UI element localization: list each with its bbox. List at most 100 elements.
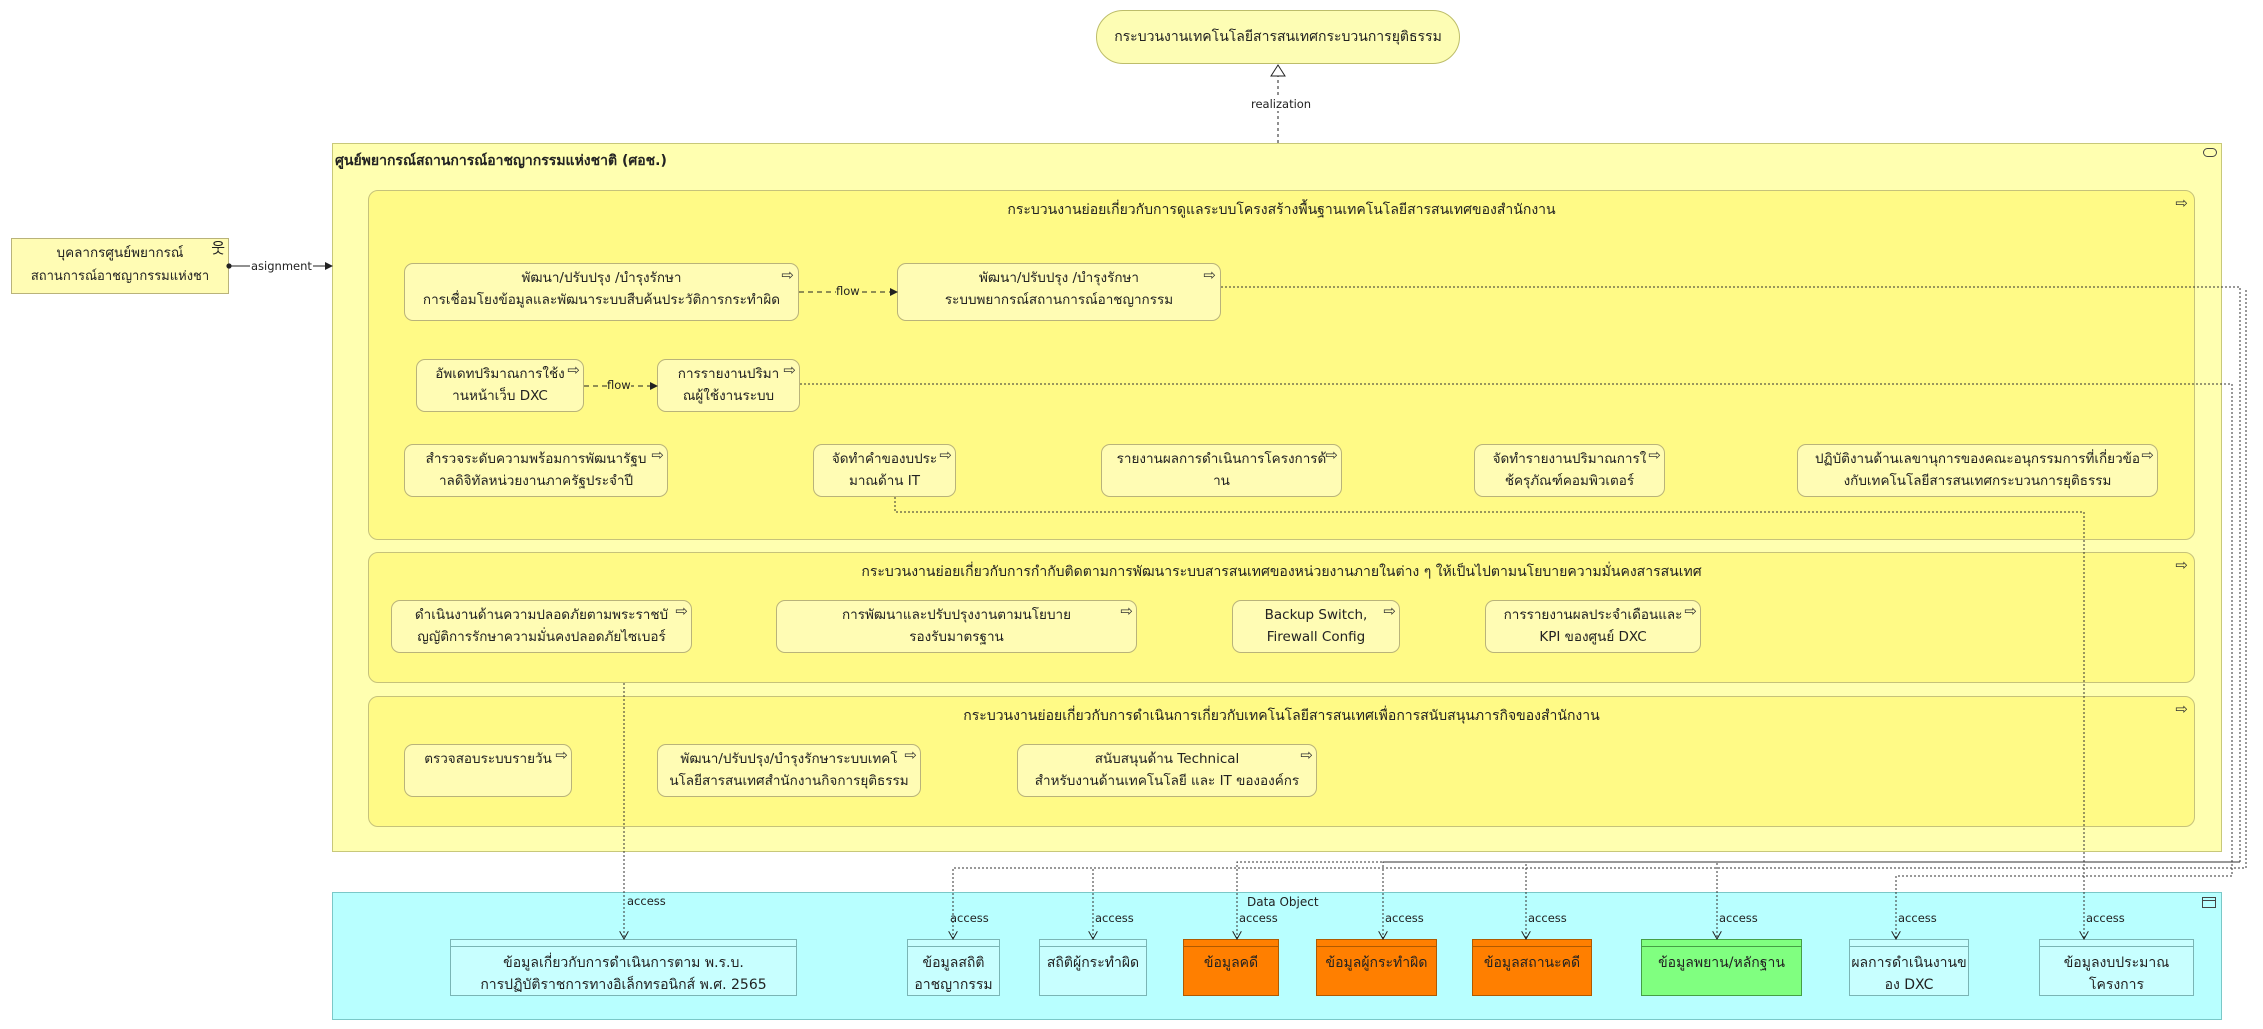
actor-line-1: บุคลากรศูนย์พยากรณ์ bbox=[56, 245, 184, 261]
process-arrow-icon: ⇨ bbox=[1383, 602, 1396, 620]
business-role-icon bbox=[2203, 148, 2217, 157]
data-object-line-2: อง DXC bbox=[1884, 977, 1934, 993]
data-object-case-status[interactable]: ข้อมูลสถานะคดี bbox=[1472, 939, 1592, 996]
process-justice-it-system[interactable]: พัฒนา/ปรับปรุง/บำรุงรักษาระบบเทคโ นโลยีส… bbox=[657, 744, 921, 797]
access-label: access bbox=[1898, 911, 1937, 925]
data-object-case[interactable]: ข้อมูลคดี bbox=[1183, 939, 1279, 996]
process-line-2: ช้ครุภัณฑ์คอมพิวเตอร์ bbox=[1504, 473, 1635, 489]
data-object-crime-statistics[interactable]: ข้อมูลสถิติอาชญากรรม bbox=[907, 939, 1000, 996]
process-line-1: พัฒนา/ปรับปรุง /บำรุงรักษา bbox=[979, 270, 1139, 286]
process-line-1: ดำเนินงานด้านความปลอดภัยตามพระราชบั bbox=[414, 607, 669, 623]
process-line-2: มาณด้าน IT bbox=[848, 473, 921, 489]
data-object-witness-evidence[interactable]: ข้อมูลพยาน/หลักฐาน bbox=[1641, 939, 1802, 996]
process-line-1: สำรวจระดับความพร้อมการพัฒนารัฐบ bbox=[425, 451, 647, 467]
process-line-1: ตรวจสอบระบบรายวัน bbox=[424, 751, 552, 767]
process-line-2: าลดิจิทัลหน่วยงานภาครัฐประจำปี bbox=[438, 473, 634, 489]
process-update-usage[interactable]: อัพเดทปริมาณการใช้ง านหน้าเว็บ DXC ⇨ bbox=[416, 359, 584, 412]
process-arrow-icon: ⇨ bbox=[2141, 446, 2154, 464]
process-line-2: นโลยีสารสนเทศสำนักงานกิจการยุติธรรม bbox=[669, 773, 909, 789]
process-cyber-security[interactable]: ดำเนินงานด้านความปลอดภัยตามพระราชบั ญญัต… bbox=[391, 600, 692, 653]
process-user-report[interactable]: การรายงานปริมา ณผู้ใช้งานระบบ ⇨ bbox=[657, 359, 800, 412]
access-label: access bbox=[950, 911, 989, 925]
process-line-2: ญญัติการรักษาความมั่นคงปลอดภัยไซเบอร์ bbox=[417, 629, 666, 645]
data-object-line-1: ข้อมูลสถิติ bbox=[922, 955, 985, 971]
process-arrow-icon: ⇨ bbox=[2175, 700, 2188, 718]
process-line-2: รองรับมาตรฐาน bbox=[909, 629, 1004, 645]
process-line-2: สำหรับงานด้านเทคโนโลยี และ IT ขององค์กร bbox=[1034, 773, 1300, 789]
data-group-title: Data Object bbox=[1247, 895, 1319, 909]
process-arrow-icon: ⇨ bbox=[939, 446, 952, 464]
access-label: access bbox=[1719, 911, 1758, 925]
data-object-project-budget[interactable]: ข้อมูลงบประมาณโครงการ bbox=[2039, 939, 2194, 996]
process-arrow-icon: ⇨ bbox=[2175, 194, 2188, 212]
top-business-service[interactable]: กระบวนงานเทคโนโลยีสารสนเทศกระบวนการยุติธ… bbox=[1096, 10, 1460, 64]
flow-link bbox=[584, 288, 898, 390]
process-arrow-icon: ⇨ bbox=[904, 746, 917, 764]
process-daily-check[interactable]: ตรวจสอบระบบรายวัน ⇨ bbox=[404, 744, 572, 797]
data-object-line-2: การปฏิบัติราชการทางอิเล็กทรอนิกส์ พ.ศ. 2… bbox=[480, 977, 767, 993]
process-arrow-icon: ⇨ bbox=[567, 361, 580, 379]
process-arrow-icon: ⇨ bbox=[1120, 602, 1133, 620]
subprocess-title-security: กระบวนงานย่อยเกี่ยวกับการกำกับติดตามการพ… bbox=[861, 564, 1702, 580]
process-it-budget[interactable]: จัดทำคำของบประ มาณด้าน IT ⇨ bbox=[813, 444, 956, 497]
process-line-2: Firewall Config bbox=[1266, 629, 1366, 645]
actor-icon: 웃 bbox=[211, 239, 225, 257]
process-line-2: ระบบพยากรณ์สถานการณ์อาชญากรรม bbox=[944, 292, 1174, 308]
process-arrow-icon: ⇨ bbox=[1684, 602, 1697, 620]
process-backup-switch[interactable]: Backup Switch, Firewall Config ⇨ bbox=[1232, 600, 1400, 653]
process-line-1: อัพเดทปริมาณการใช้ง bbox=[435, 366, 565, 382]
data-object-line-1: ผลการดำเนินงานข bbox=[1851, 955, 1967, 971]
top-service-label: กระบวนงานเทคโนโลยีสารสนเทศกระบวนการยุติธ… bbox=[1114, 29, 1442, 45]
process-arrow-icon: ⇨ bbox=[783, 361, 796, 379]
assignment-label: asignment bbox=[250, 259, 313, 273]
process-line-1: รายงานผลการดำเนินการโครงการด้ bbox=[1116, 451, 1327, 467]
data-object-offender[interactable]: ข้อมูลผู้กระทำผิด bbox=[1316, 939, 1437, 996]
access-label: access bbox=[627, 894, 666, 908]
process-line-1: การพัฒนาและปรับปรุงงานตามนโยบาย bbox=[841, 607, 1072, 623]
actor-line-2: สถานการณ์อาชญากรรมแห่งชา bbox=[30, 269, 210, 284]
access-links bbox=[624, 286, 2247, 939]
process-monthly-kpi[interactable]: การรายงานผลประจำเดือนและ KPI ของศูนย์ DX… bbox=[1485, 600, 1701, 653]
process-arrow-icon: ⇨ bbox=[651, 446, 664, 464]
access-label: access bbox=[1385, 911, 1424, 925]
process-computer-usage[interactable]: จัดทำรายงานปริมาณการใ ช้ครุภัณฑ์คอมพิวเต… bbox=[1474, 444, 1665, 497]
main-group-title: ศูนย์พยากรณ์สถานการณ์อาชญากรรมแห่งชาติ (… bbox=[335, 153, 667, 169]
data-object-ebusiness-act[interactable]: ข้อมูลเกี่ยวกับการดำเนินการตาม พ.ร.บ.การ… bbox=[450, 939, 797, 996]
subprocess-title-infrastructure: กระบวนงานย่อยเกี่ยวกับการดูแลระบบโครงสร้… bbox=[1007, 202, 1556, 218]
process-line-2: การเชื่อมโยงข้อมูลและพัฒนาระบบสืบค้นประว… bbox=[422, 292, 781, 308]
process-arrow-icon: ⇨ bbox=[1300, 746, 1313, 764]
data-object-line-1: ข้อมูลงบประมาณ bbox=[2063, 955, 2170, 971]
business-actor[interactable]: บุคลากรศูนย์พยากรณ์ สถานการณ์อาชญากรรมแห… bbox=[11, 238, 229, 294]
process-db-link[interactable]: พัฒนา/ปรับปรุง /บำรุงรักษา การเชื่อมโยงข… bbox=[404, 263, 799, 321]
data-object-line-2: โครงการ bbox=[2088, 977, 2145, 993]
process-line-1: จัดทำรายงานปริมาณการใ bbox=[1492, 451, 1647, 467]
access-label: access bbox=[1239, 911, 1278, 925]
data-object-line-2: อาชญากรรม bbox=[914, 977, 993, 993]
data-object-line-1: สถิติผู้กระทำผิด bbox=[1046, 955, 1140, 971]
data-object-offender-statistics[interactable]: สถิติผู้กระทำผิด bbox=[1039, 939, 1147, 996]
process-policy-improvement[interactable]: การพัฒนาและปรับปรุงงานตามนโยบาย รองรับมา… bbox=[776, 600, 1137, 653]
process-line-1: สนับสนุนด้าน Technical bbox=[1094, 751, 1240, 767]
process-arrow-icon: ⇨ bbox=[1203, 266, 1216, 284]
process-digital-survey[interactable]: สำรวจระดับความพร้อมการพัฒนารัฐบ าลดิจิทั… bbox=[404, 444, 668, 497]
process-forecast-system[interactable]: พัฒนา/ปรับปรุง /บำรุงรักษา ระบบพยากรณ์สถ… bbox=[897, 263, 1221, 321]
process-line-2: KPI ของศูนย์ DXC bbox=[1539, 629, 1647, 645]
process-arrow-icon: ⇨ bbox=[1648, 446, 1661, 464]
process-line-1: พัฒนา/ปรับปรุง /บำรุงรักษา bbox=[521, 270, 682, 286]
process-arrow-icon: ⇨ bbox=[781, 266, 794, 284]
process-arrow-icon: ⇨ bbox=[1325, 446, 1338, 464]
flow-label: flow bbox=[607, 378, 631, 392]
data-object-line-1: ข้อมูลสถานะคดี bbox=[1483, 955, 1581, 971]
process-line-2: าน bbox=[1213, 473, 1230, 489]
data-object-dxc-results[interactable]: ผลการดำเนินงานของ DXC bbox=[1849, 939, 1969, 996]
process-technical-support[interactable]: สนับสนุนด้าน Technical สำหรับงานด้านเทคโ… bbox=[1017, 744, 1317, 797]
process-project-report[interactable]: รายงานผลการดำเนินการโครงการด้ าน ⇨ bbox=[1101, 444, 1342, 497]
process-arrow-icon: ⇨ bbox=[555, 746, 568, 764]
process-committee-secretary[interactable]: ปฏิบัติงานด้านเลขานุการของคณะอนุกรรมการท… bbox=[1797, 444, 2158, 497]
process-arrow-icon: ⇨ bbox=[675, 602, 688, 620]
process-line-1: การรายงานผลประจำเดือนและ bbox=[1503, 607, 1683, 623]
process-line-2: งกับเทคโนโลยีสารสนเทศกระบวนการยุติธรรม bbox=[1843, 473, 2112, 489]
process-line-1: การรายงานปริมา bbox=[677, 366, 780, 382]
process-line-1: จัดทำคำของบประ bbox=[831, 451, 938, 467]
